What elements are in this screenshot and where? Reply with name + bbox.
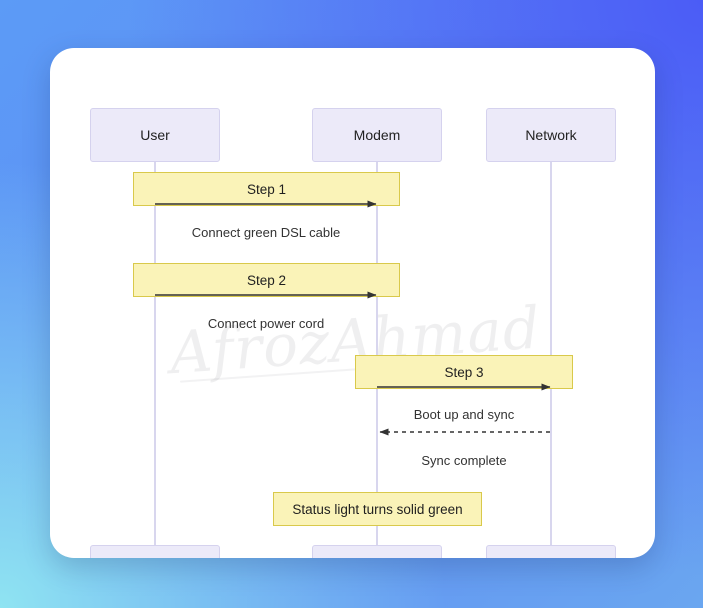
diagram-card: AfrozAhmad User Modem Network Step 1 xyxy=(50,48,655,558)
sequence-diagram: User Modem Network Step 1 Connect green … xyxy=(50,48,655,558)
step-bar-step-1[interactable]: Step 1 xyxy=(133,172,400,206)
participant-bottom-user[interactable]: User xyxy=(90,545,220,558)
note-label: Status light turns solid green xyxy=(292,501,463,517)
step-bar-label: Step 1 xyxy=(246,181,287,197)
lifeline-user xyxy=(154,161,156,545)
participant-bottom-modem[interactable]: Modem xyxy=(312,545,442,558)
lifeline-network xyxy=(550,161,552,545)
participant-label: Modem xyxy=(353,127,401,143)
message-label-boot-up-and-sync: Boot up and sync xyxy=(413,407,515,422)
message-label-connect-green-dsl-cable: Connect green DSL cable xyxy=(191,225,341,240)
note-status-light[interactable]: Status light turns solid green xyxy=(273,492,482,526)
step-bar-label: Step 2 xyxy=(246,272,287,288)
participant-top-modem[interactable]: Modem xyxy=(312,108,442,162)
message-label-connect-power-cord: Connect power cord xyxy=(207,316,325,331)
step-bar-step-3[interactable]: Step 3 xyxy=(355,355,573,389)
step-bar-label: Step 3 xyxy=(444,364,484,380)
step-bar-step-2[interactable]: Step 2 xyxy=(133,263,400,297)
participant-top-user[interactable]: User xyxy=(90,108,220,162)
participant-label: Network xyxy=(525,127,577,143)
participant-label: User xyxy=(140,127,170,143)
participant-bottom-network[interactable]: Network xyxy=(486,545,616,558)
message-label-sync-complete: Sync complete xyxy=(421,453,507,468)
participant-top-network[interactable]: Network xyxy=(486,108,616,162)
lifeline-modem xyxy=(376,161,378,545)
